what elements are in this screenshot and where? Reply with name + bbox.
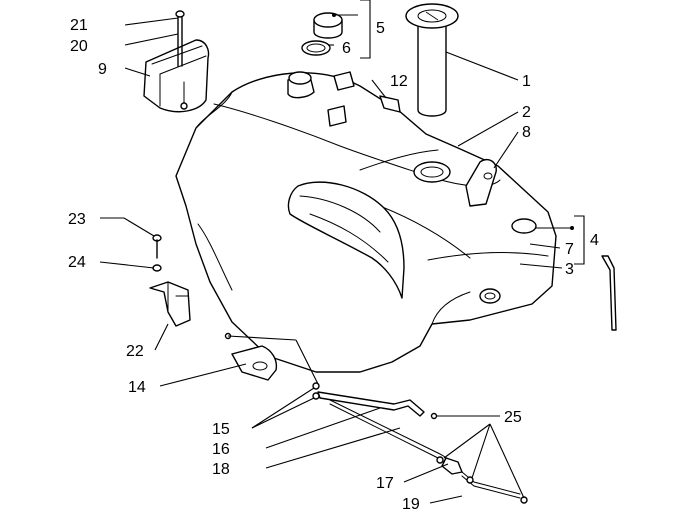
callout-labels: 21 20 9 6 5 12 1 2 8 4 7 3 23 24 22 14 1… bbox=[68, 17, 599, 513]
fuel-line-assembly bbox=[312, 382, 528, 504]
callout-20: 20 bbox=[70, 38, 88, 55]
bolt-and-washer bbox=[152, 234, 162, 272]
leader-lines bbox=[99, 0, 585, 504]
callout-15: 15 bbox=[212, 421, 230, 438]
bracket-22 bbox=[149, 281, 191, 327]
callout-18: 18 bbox=[212, 461, 230, 478]
callout-8: 8 bbox=[522, 124, 531, 141]
plate-14 bbox=[224, 332, 278, 381]
callout-24: 24 bbox=[68, 254, 86, 271]
callout-22: 22 bbox=[126, 343, 144, 360]
callout-19: 19 bbox=[402, 496, 420, 513]
callout-21: 21 bbox=[70, 17, 88, 34]
callout-25: 25 bbox=[504, 409, 522, 426]
vent-pipe bbox=[601, 255, 617, 331]
bracket-8 bbox=[465, 158, 497, 207]
fuel-tank bbox=[175, 71, 557, 373]
callout-5: 5 bbox=[376, 20, 385, 37]
canister bbox=[143, 10, 210, 113]
clip-12 bbox=[379, 95, 401, 113]
callout-4: 4 bbox=[590, 232, 599, 249]
cap-and-gasket bbox=[301, 12, 343, 56]
callout-6: 6 bbox=[342, 40, 351, 57]
callout-23: 23 bbox=[68, 211, 86, 228]
filler-tube bbox=[405, 3, 459, 117]
callout-9: 9 bbox=[98, 61, 107, 78]
callout-16: 16 bbox=[212, 441, 230, 458]
callout-14: 14 bbox=[128, 379, 146, 396]
callout-1: 1 bbox=[522, 73, 531, 90]
callout-2: 2 bbox=[522, 104, 531, 121]
callout-12: 12 bbox=[390, 73, 408, 90]
callout-3: 3 bbox=[565, 261, 574, 278]
callout-17: 17 bbox=[376, 475, 394, 492]
callout-7: 7 bbox=[565, 241, 574, 258]
